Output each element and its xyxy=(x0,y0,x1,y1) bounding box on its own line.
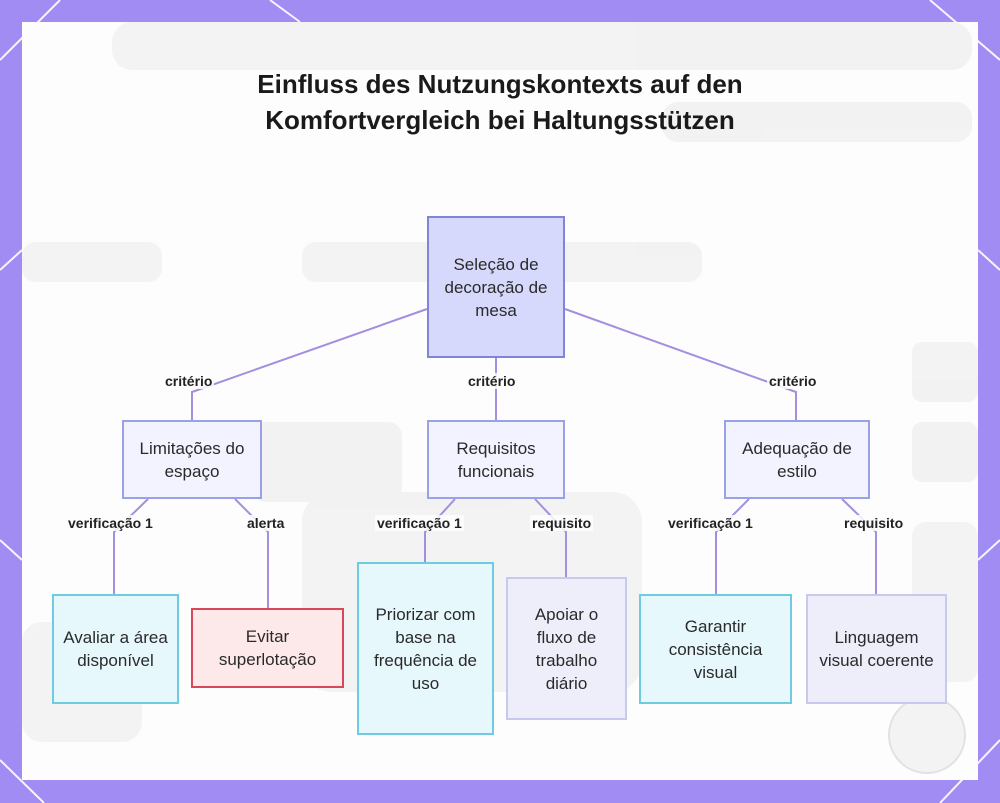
node-space-limitations-label: Limitações do espaço xyxy=(132,437,252,483)
edge-label-style: critério xyxy=(767,373,818,389)
edge-label-priority: verificação 1 xyxy=(375,515,464,531)
root-node-label: Seleção de decoração de mesa xyxy=(437,253,555,322)
leaf-support-workflow-label: Apoiar o fluxo de trabalho diário xyxy=(516,603,617,695)
leaf-avoid-crowding: Evitar superlotação xyxy=(191,608,344,688)
leaf-prioritize-usage-label: Priorizar com base na frequência de uso xyxy=(367,603,484,695)
leaf-evaluate-area: Avaliar a área disponível xyxy=(52,594,179,704)
node-functional-requirements: Requisitos funcionais xyxy=(427,420,565,499)
leaf-coherent-language: Linguagem visual coerente xyxy=(806,594,947,704)
leaf-evaluate-area-label: Avaliar a área disponível xyxy=(62,626,169,672)
diagram-card: Einfluss des Nutzungskontexts auf den Ko… xyxy=(22,22,978,780)
edge-label-consistency: verificação 1 xyxy=(666,515,755,531)
connector-space-to-area xyxy=(114,499,148,594)
leaf-visual-consistency: Garantir consistência visual xyxy=(639,594,792,704)
node-space-limitations: Limitações do espaço xyxy=(122,420,262,499)
leaf-avoid-crowding-label: Evitar superlotação xyxy=(201,625,334,671)
connector-root-to-space xyxy=(192,309,427,420)
leaf-visual-consistency-label: Garantir consistência visual xyxy=(649,615,782,684)
connector-functional-to-workflow xyxy=(535,499,566,577)
edge-label-space: critério xyxy=(163,373,214,389)
leaf-coherent-language-label: Linguagem visual coerente xyxy=(816,626,937,672)
connector-style-to-consistency xyxy=(716,499,749,594)
edge-label-crowding: alerta xyxy=(245,515,286,531)
leaf-support-workflow: Apoiar o fluxo de trabalho diário xyxy=(506,577,627,720)
edge-label-language: requisito xyxy=(842,515,905,531)
node-functional-requirements-label: Requisitos funcionais xyxy=(437,437,555,483)
connector-style-to-language xyxy=(842,499,876,594)
edge-label-area: verificação 1 xyxy=(66,515,155,531)
connector-root-to-style xyxy=(565,309,796,420)
node-style-fit: Adequação de estilo xyxy=(724,420,870,499)
root-node: Seleção de decoração de mesa xyxy=(427,216,565,358)
edge-label-functional: critério xyxy=(466,373,517,389)
edge-label-workflow: requisito xyxy=(530,515,593,531)
node-style-fit-label: Adequação de estilo xyxy=(734,437,860,483)
leaf-prioritize-usage: Priorizar com base na frequência de uso xyxy=(357,562,494,735)
